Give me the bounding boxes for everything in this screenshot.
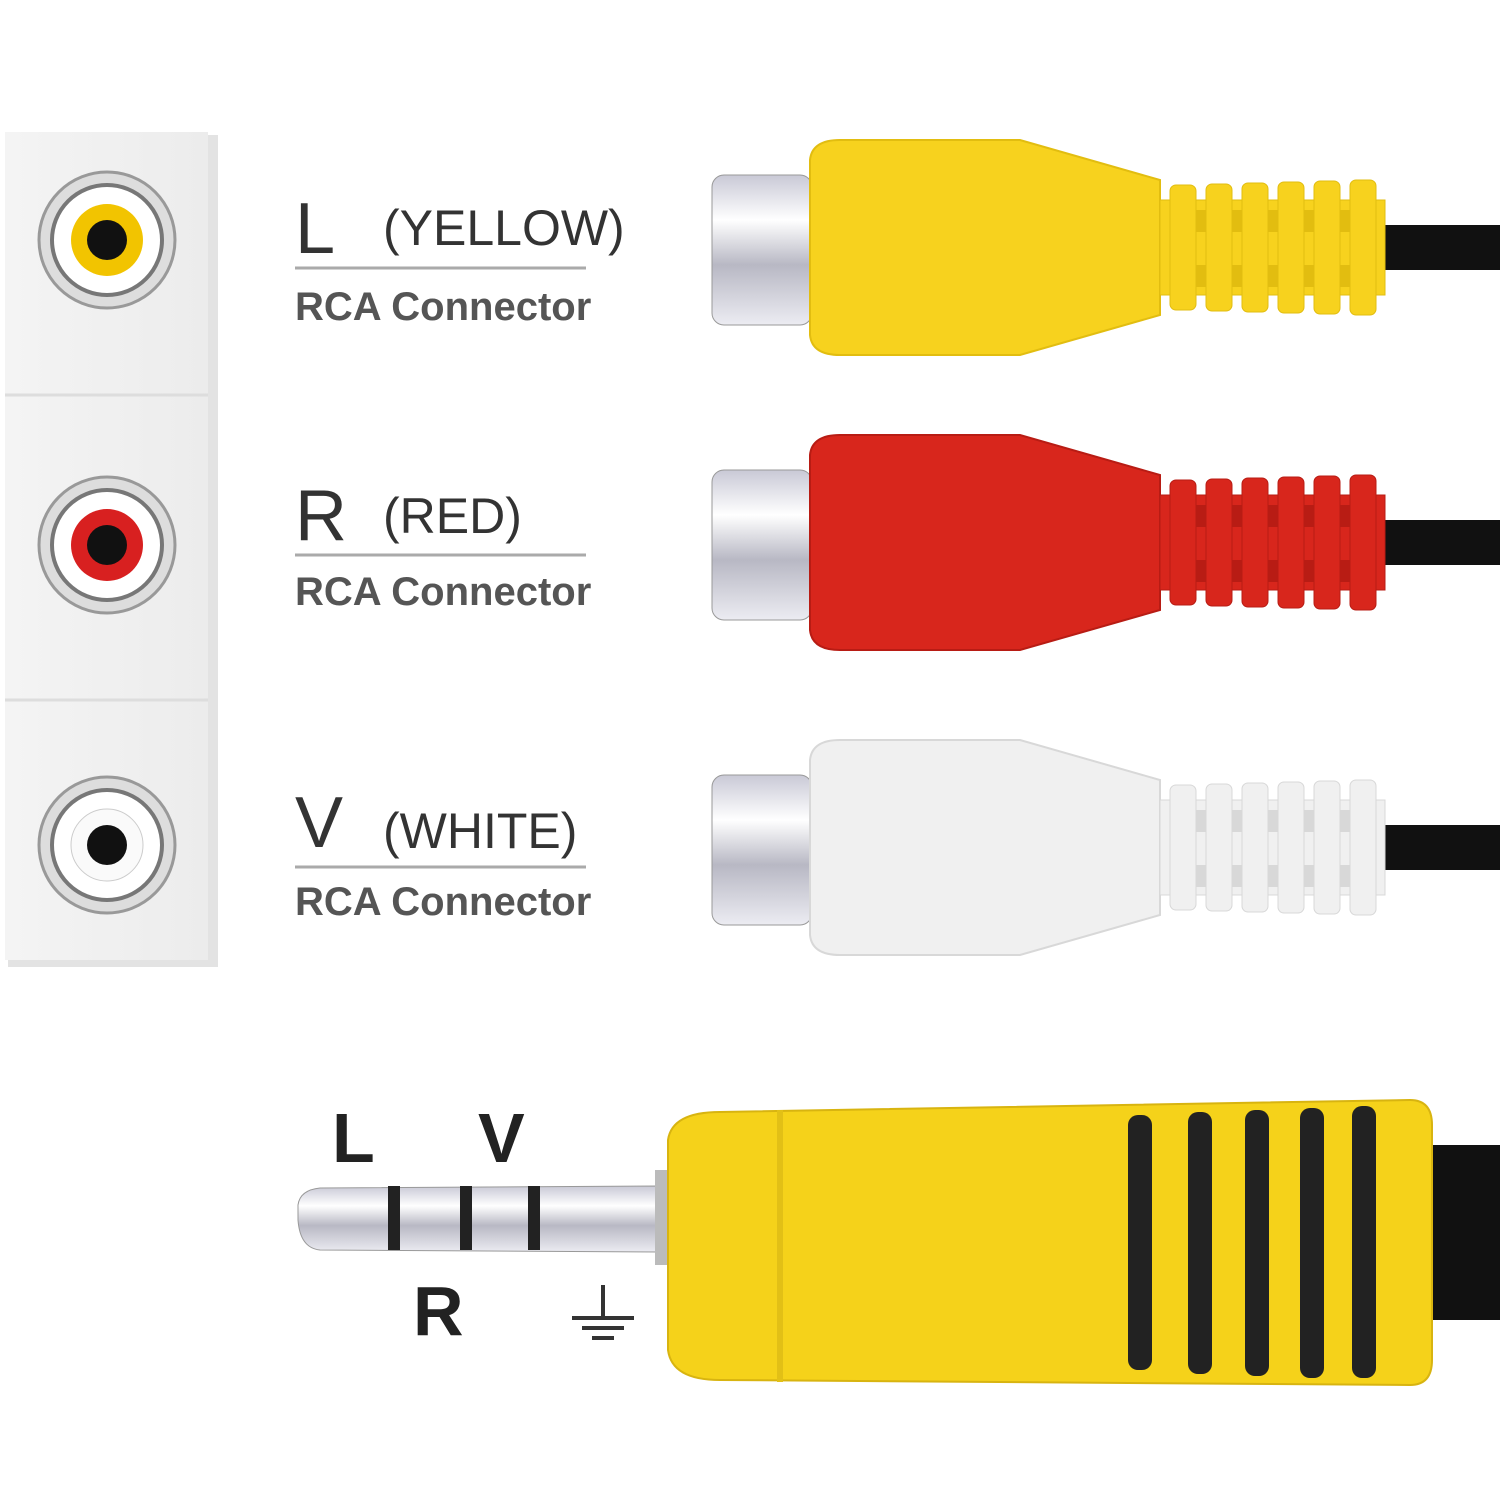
type-label: RCA Connector — [295, 570, 591, 614]
cable — [1380, 825, 1500, 870]
label-white: V (WHITE) RCA Connector — [295, 783, 591, 924]
rca-plug-yellow — [711, 139, 1500, 356]
rca-plug-white — [711, 739, 1500, 956]
color-label: (YELLOW) — [383, 200, 625, 256]
strain-relief — [1159, 179, 1386, 316]
label-red: R (RED) RCA Connector — [295, 476, 591, 614]
cable — [1380, 225, 1500, 270]
type-label: RCA Connector — [295, 880, 591, 924]
jack-red — [37, 475, 177, 615]
channel-label: V — [295, 783, 343, 863]
type-label: RCA Connector — [295, 285, 591, 329]
plug-label-right: R — [413, 1272, 464, 1350]
color-label: (WHITE) — [383, 803, 577, 859]
rca-plug-red — [711, 434, 1500, 651]
channel-label: L — [295, 189, 335, 269]
plug-body — [809, 434, 1161, 651]
color-label: (RED) — [383, 488, 522, 544]
plug-label-video: V — [478, 1099, 525, 1177]
metal-sleeve — [711, 174, 813, 326]
ground-icon — [572, 1285, 634, 1340]
plug-body — [809, 139, 1161, 356]
metal-sleeve — [711, 774, 813, 926]
strain-relief — [1159, 779, 1386, 916]
plug-label-left: L — [332, 1099, 375, 1177]
strain-relief — [1159, 474, 1386, 611]
jack-panel — [5, 132, 218, 967]
plug-body — [667, 1098, 1433, 1387]
plug-body — [809, 739, 1161, 956]
jack-white — [37, 775, 177, 915]
trrs-plug: L V R — [297, 1098, 1500, 1387]
channel-label: R — [295, 476, 347, 556]
jack-yellow — [37, 170, 177, 310]
cable — [1380, 520, 1500, 565]
label-yellow: L (YELLOW) RCA Connector — [295, 189, 625, 329]
metal-sleeve — [711, 469, 813, 621]
